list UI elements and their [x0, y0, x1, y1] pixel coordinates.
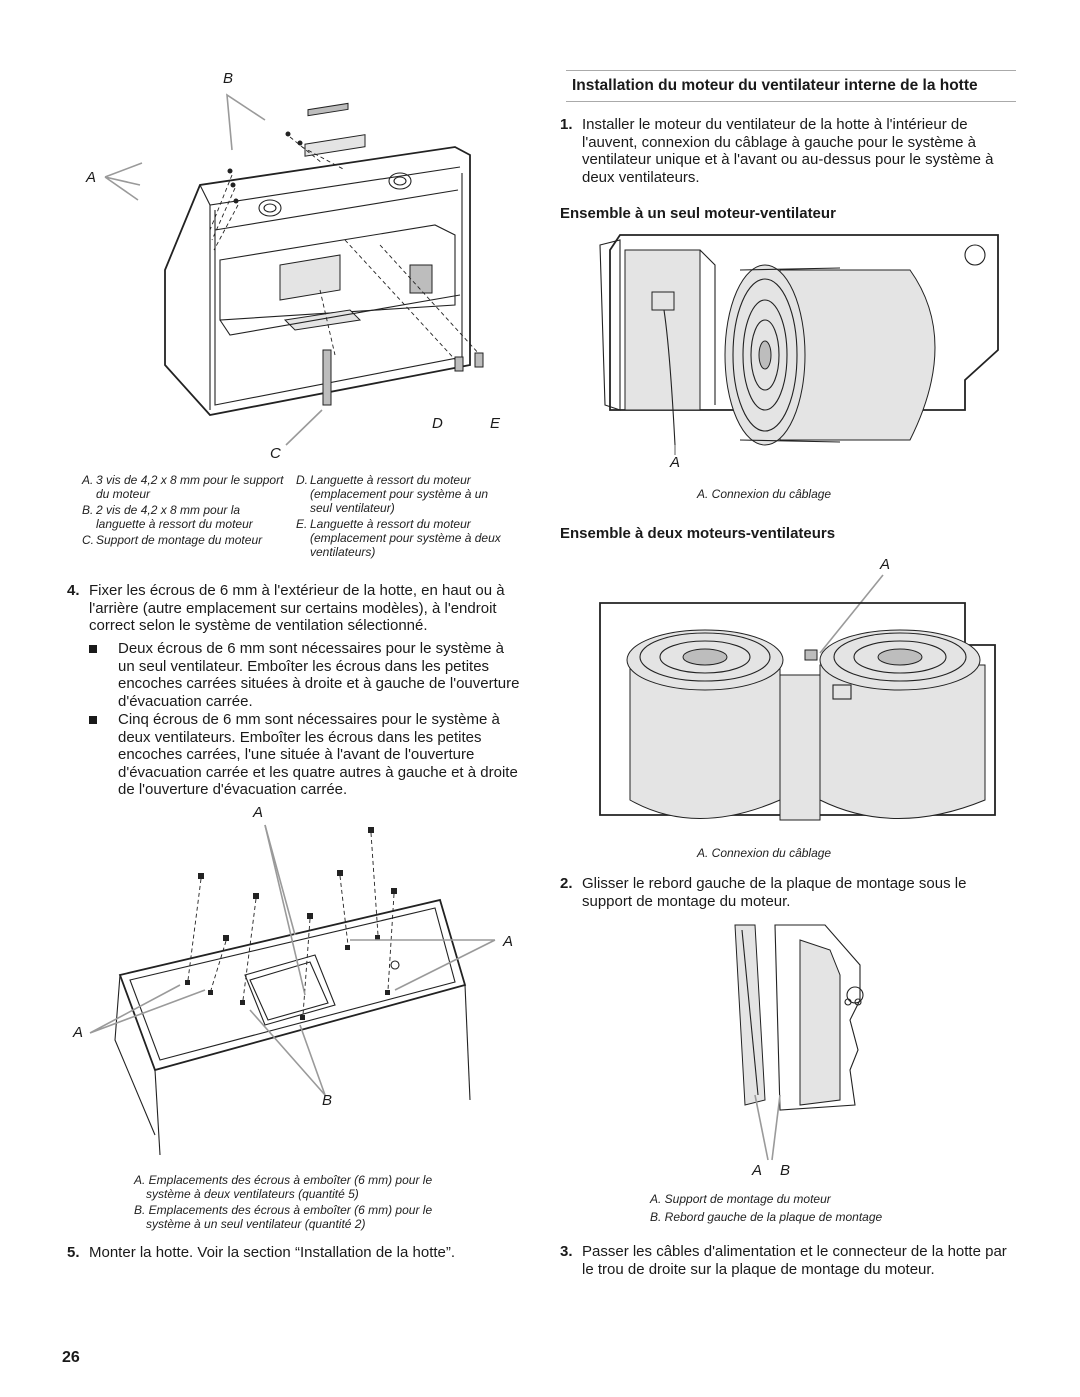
- figure-single-fan: [580, 230, 1000, 475]
- caption-c: C.Support de montage du moteur: [82, 533, 263, 547]
- bracket-captions: A. Support de montage du moteur B. Rebor…: [650, 1192, 950, 1224]
- double-fan-heading: Ensemble à deux moteurs-ventilateurs: [560, 525, 836, 542]
- bullet-square-icon: [89, 645, 97, 653]
- fig1-captions-left: A.3 vis de 4,2 x 8 mm pour le support du…: [82, 473, 287, 547]
- single-fan-caption: A. Connexion du câblage: [697, 487, 832, 501]
- callout-b-bracket: B: [780, 1162, 791, 1179]
- step-2-text: Glisser le rebord gauche de la plaque de…: [582, 875, 967, 910]
- step-3: 3. Passer les câbles d'alimentation et l…: [560, 1243, 1010, 1278]
- step-5-number: 5.: [67, 1244, 80, 1261]
- fig2-captions: A. Emplacements des écrous à emboîter (6…: [134, 1173, 479, 1231]
- step-5: 5. Monter la hotte. Voir la section “Ins…: [67, 1244, 522, 1262]
- figure-double-fan: [595, 574, 1005, 835]
- step-3-text: Passer les câbles d'alimentation et le c…: [582, 1243, 1007, 1278]
- callout-a-double: A: [880, 556, 891, 573]
- page-number: 26: [62, 1349, 80, 1366]
- bullet-2-text: Cinq écrous de 6 mm sont nécessaires pou…: [118, 711, 518, 798]
- caption-e: E.Languette à ressort du moteur (emplace…: [296, 517, 501, 559]
- step-2-number: 2.: [560, 875, 573, 892]
- step-4: 4. Fixer les écrous de 6 mm à l'extérieu…: [67, 582, 522, 635]
- callout-a-right: A: [503, 933, 514, 950]
- step-5-text: Monter la hotte. Voir la section “Instal…: [89, 1244, 456, 1261]
- caption-a: A.3 vis de 4,2 x 8 mm pour le support du…: [82, 473, 284, 501]
- single-fan-heading: Ensemble à un seul moteur-ventilateur: [560, 205, 836, 222]
- section-rule-bottom: [566, 101, 1016, 102]
- callout-b: B: [223, 70, 234, 87]
- figure-nut-locations: A A A B: [60, 800, 520, 1165]
- bullet-square-icon: [89, 716, 97, 724]
- callout-a-top: A: [253, 804, 264, 821]
- figure-hood-motor-bracket: B A D E C: [60, 65, 520, 465]
- step-1-number: 1.: [560, 116, 573, 133]
- caption-b: B.2 vis de 4,2 x 8 mm pour la languette …: [82, 503, 253, 531]
- section-rule-top: [566, 70, 1016, 71]
- figure-mounting-bracket: [730, 920, 890, 1170]
- callout-e: E: [490, 415, 501, 432]
- step-4-text: Fixer les écrous de 6 mm à l'extérieur d…: [89, 582, 505, 634]
- caption-bracket-a: A. Support de montage du moteur: [650, 1192, 831, 1206]
- bullet-1: Deux écrous de 6 mm sont nécessaires pou…: [89, 640, 521, 710]
- callout-c: C: [270, 445, 281, 462]
- callout-a-bracket: A: [752, 1162, 763, 1179]
- step-2: 2. Glisser le rebord gauche de la plaque…: [560, 875, 1010, 910]
- double-fan-caption: A. Connexion du câblage: [697, 846, 832, 860]
- caption-nut-b: B. Emplacements des écrous à emboîter (6…: [134, 1203, 433, 1231]
- callout-a-left: A: [73, 1024, 84, 1041]
- step-1-text: Installer le moteur du ventilateur de la…: [582, 116, 994, 186]
- section-title: Installation du moteur du ventilateur in…: [572, 77, 978, 94]
- bullet-1-text: Deux écrous de 6 mm sont nécessaires pou…: [118, 640, 520, 710]
- callout-b: B: [322, 1092, 333, 1109]
- caption-nut-a: A. Emplacements des écrous à emboîter (6…: [134, 1173, 433, 1201]
- fig1-captions-right: D.Languette à ressort du moteur (emplace…: [296, 473, 511, 559]
- callout-a: A: [86, 169, 97, 186]
- callout-a-single: A: [670, 454, 681, 471]
- step-1: 1. Installer le moteur du ventilateur de…: [560, 116, 1010, 186]
- step-3-number: 3.: [560, 1243, 573, 1260]
- step-4-number: 4.: [67, 582, 80, 599]
- bullet-2: Cinq écrous de 6 mm sont nécessaires pou…: [89, 711, 521, 799]
- caption-bracket-b: B. Rebord gauche de la plaque de montage: [650, 1210, 883, 1224]
- caption-d: D.Languette à ressort du moteur (emplace…: [296, 473, 489, 515]
- callout-d: D: [432, 415, 443, 432]
